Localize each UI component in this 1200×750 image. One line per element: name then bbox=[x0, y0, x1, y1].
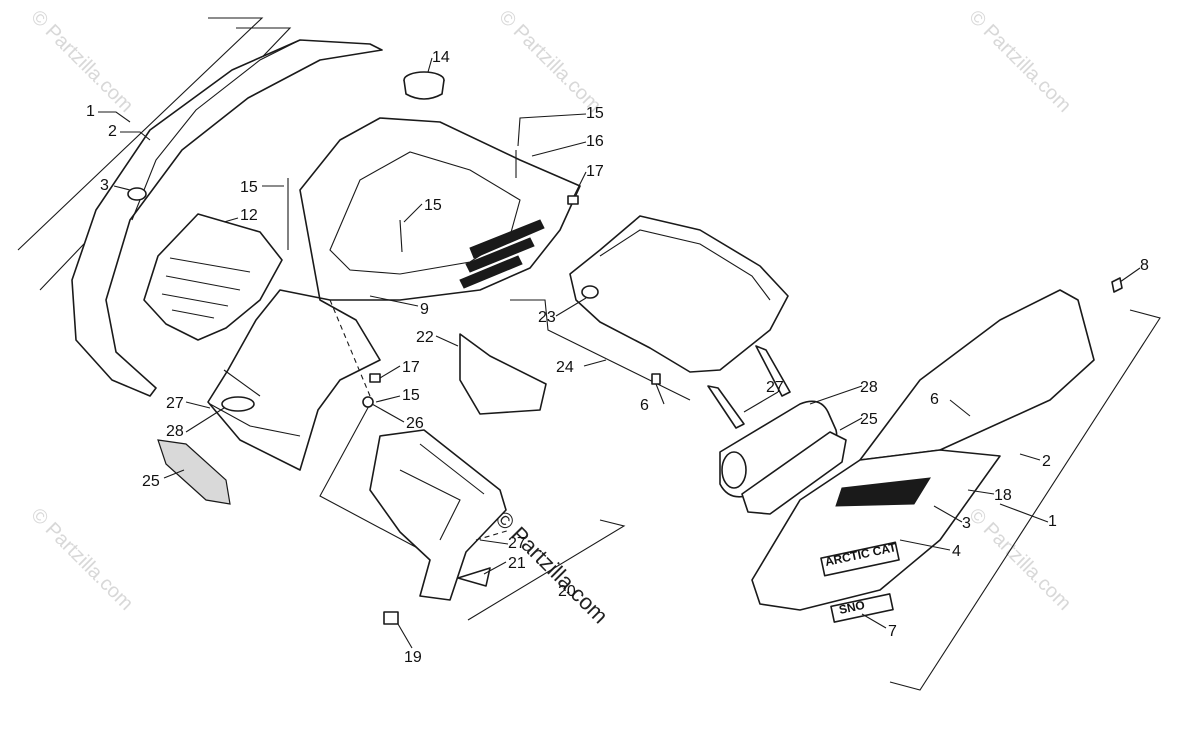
hood-outer bbox=[207, 117, 581, 471]
callout-3-left: 3 bbox=[100, 177, 109, 194]
part-12-grille bbox=[143, 213, 283, 341]
lower-bracket-detail bbox=[399, 443, 485, 541]
grille-slats bbox=[161, 257, 251, 319]
callout-2-right: 2 bbox=[1042, 453, 1051, 470]
callout-22: 22 bbox=[416, 329, 434, 346]
part-5-stripe bbox=[835, 477, 931, 507]
right-panel-lower bbox=[751, 449, 1001, 611]
group-brackets bbox=[17, 17, 1161, 691]
callout-15-top: 15 bbox=[586, 105, 604, 122]
callout-1-left: 1 bbox=[86, 103, 95, 120]
mesh-panel bbox=[157, 439, 231, 505]
right-panel-upper bbox=[859, 289, 1095, 461]
part-7-decal-bg bbox=[830, 593, 894, 623]
callout-18-left: 27 bbox=[166, 395, 184, 412]
watermark-top-center: © Partzilla.com bbox=[494, 6, 605, 117]
tub-body bbox=[569, 215, 789, 373]
nut-17-top bbox=[567, 195, 579, 205]
screw-15-center bbox=[399, 219, 403, 253]
left-nose-panel bbox=[71, 39, 383, 397]
callout-17-mid: 17 bbox=[402, 359, 420, 376]
callout-25: 6 bbox=[640, 397, 649, 414]
watermark-bottom-right: © Partzilla.com bbox=[964, 504, 1075, 615]
part-19-clip bbox=[383, 611, 399, 625]
callout-13: 26 bbox=[406, 415, 424, 432]
part-22-screen bbox=[459, 333, 547, 415]
callout-4: 4 bbox=[952, 543, 961, 560]
tub-inner-rim bbox=[599, 229, 771, 301]
washer-13 bbox=[362, 396, 374, 408]
part-4-decal-bg bbox=[820, 541, 900, 577]
tub-knob bbox=[581, 285, 599, 299]
watermark-bottom-left: © Partzilla.com bbox=[26, 504, 137, 615]
callout-labels: 1 2 3 14 15 16 17 15 12 15 9 22 17 15 26… bbox=[86, 49, 1149, 666]
callout-21: 21 bbox=[508, 555, 526, 572]
nut-25 bbox=[651, 373, 661, 385]
part-11-mesh bbox=[157, 439, 231, 505]
strap-1 bbox=[707, 385, 745, 429]
left-nose-inner-edge bbox=[131, 39, 301, 221]
callout-1-right: 1 bbox=[1048, 513, 1057, 530]
callout-26: 27 bbox=[766, 379, 784, 396]
callout-8: 8 bbox=[1140, 257, 1149, 274]
callout-17-top: 17 bbox=[586, 163, 604, 180]
screen-panel bbox=[459, 333, 547, 415]
callout-6: 6 bbox=[930, 391, 939, 408]
callout-23: 24 bbox=[556, 359, 574, 376]
callout-11: 25 bbox=[142, 473, 160, 490]
cradle-body bbox=[741, 431, 847, 515]
cap-body bbox=[403, 79, 445, 100]
leader-lines bbox=[98, 57, 1141, 649]
callout-18-right: 27 bbox=[508, 535, 526, 552]
callout-3-right: 3 bbox=[962, 515, 971, 532]
hood-vent-stripes bbox=[459, 219, 545, 289]
part-21-wedge bbox=[457, 567, 491, 587]
callout-19: 19 bbox=[404, 649, 422, 666]
part-10-oval bbox=[221, 396, 255, 412]
callout-15-center: 15 bbox=[424, 197, 442, 214]
grille-body bbox=[143, 213, 283, 341]
part-26-straps bbox=[707, 345, 791, 429]
nut-17-mid bbox=[369, 373, 381, 383]
part-8-clip bbox=[1111, 277, 1123, 293]
bracket-lower-right bbox=[467, 519, 626, 621]
callout-24: 23 bbox=[538, 309, 556, 326]
bracket-lower bbox=[319, 403, 441, 561]
callout-20: 20 bbox=[558, 583, 576, 600]
hood-inner-contour bbox=[329, 151, 521, 275]
hood-lower-rim bbox=[209, 369, 301, 437]
part-right-side-panel: ARCTIC CAT SNO bbox=[751, 277, 1123, 623]
callout-16: 16 bbox=[586, 133, 604, 150]
watermark-top-left: © Partzilla.com bbox=[26, 6, 137, 117]
part-20-bracket bbox=[369, 429, 507, 625]
part-24-tub bbox=[569, 215, 789, 373]
callout-28: 25 bbox=[860, 411, 878, 428]
callout-15-mid: 15 bbox=[402, 387, 420, 404]
bracket-23 bbox=[510, 299, 691, 401]
callout-5: 18 bbox=[994, 487, 1012, 504]
hardware bbox=[287, 150, 661, 541]
part-28-cradle bbox=[741, 431, 847, 515]
watermark-top-right: © Partzilla.com bbox=[964, 6, 1075, 117]
callout-27: 28 bbox=[860, 379, 878, 396]
callout-12: 12 bbox=[240, 207, 258, 224]
strap-2 bbox=[755, 345, 791, 397]
part-3-clip bbox=[127, 187, 147, 201]
bracket-right-panel bbox=[889, 309, 1161, 691]
callout-2-left: 2 bbox=[108, 123, 117, 140]
model-decal: SNO bbox=[838, 598, 866, 617]
callout-9: 9 bbox=[420, 301, 429, 318]
part-left-nose-trim bbox=[71, 39, 383, 397]
hidden-line-18 bbox=[475, 529, 511, 541]
callout-7: 7 bbox=[888, 623, 897, 640]
cylinder-end bbox=[721, 451, 747, 489]
part-14-cap bbox=[403, 71, 445, 100]
callout-15-left: 15 bbox=[240, 179, 258, 196]
callout-14: 14 bbox=[432, 49, 450, 66]
callout-10: 28 bbox=[166, 423, 184, 440]
bracket-left-panel bbox=[17, 17, 264, 251]
part-9-hood bbox=[207, 117, 581, 471]
